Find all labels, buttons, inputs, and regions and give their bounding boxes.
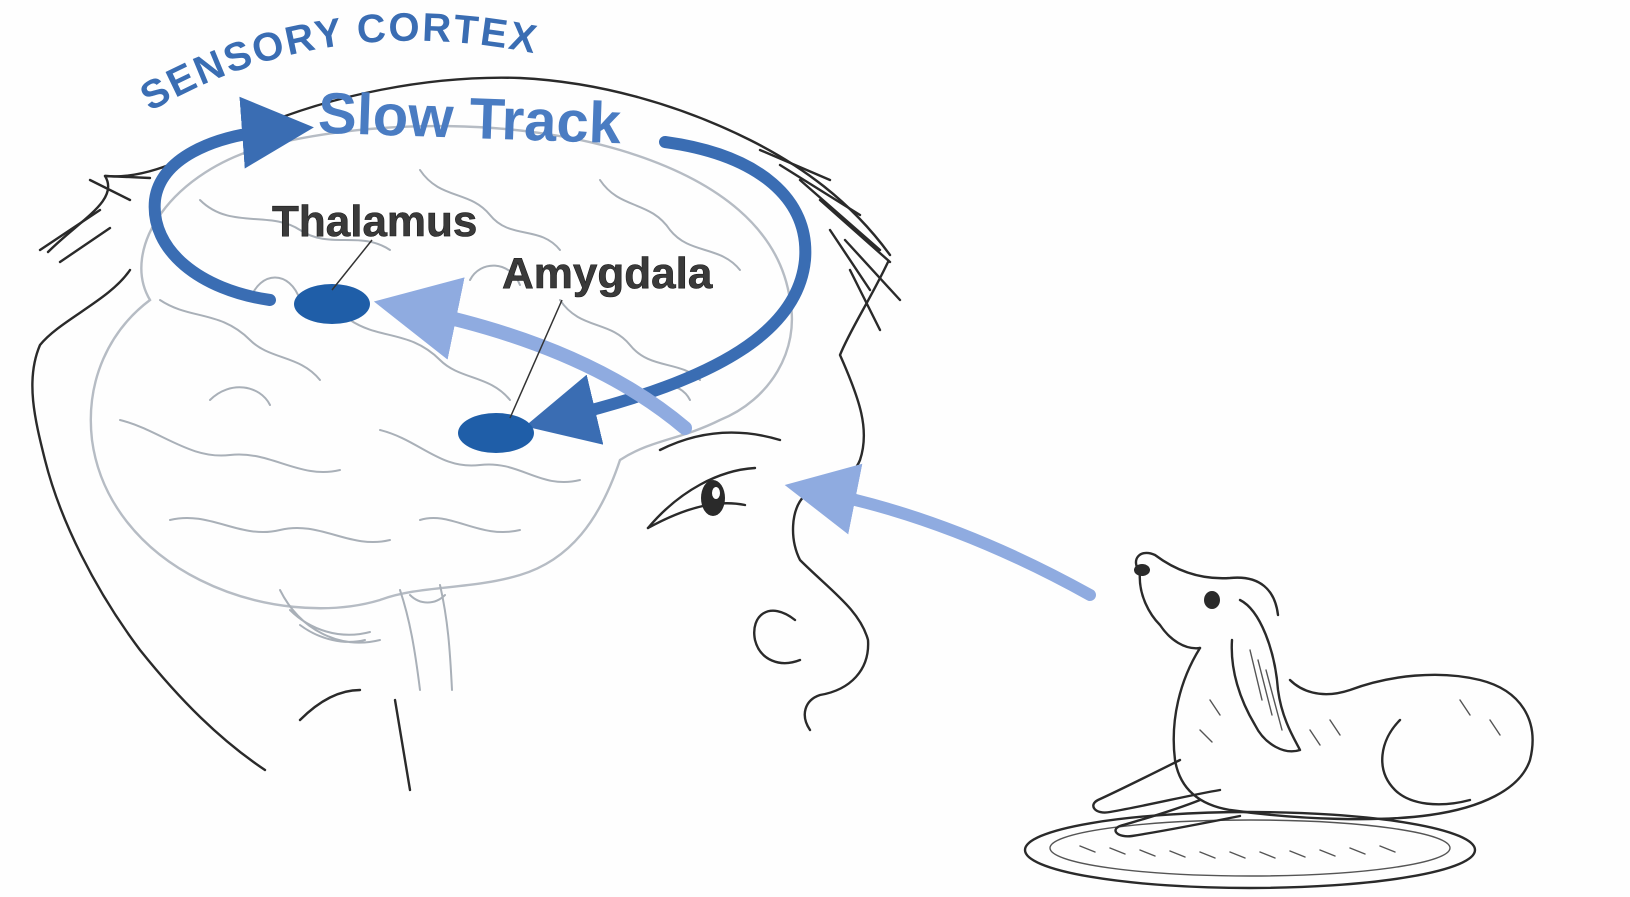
dog-hind-leg (1382, 720, 1470, 804)
nostril (754, 611, 800, 663)
cerebellum (280, 590, 380, 643)
slow-track-label: Slow Track (317, 81, 623, 157)
thalamus-label: Thalamus (272, 197, 477, 246)
amygdala-node (458, 413, 534, 453)
dog-to-eye-arrow (820, 492, 1090, 595)
dog-mat-texture (1080, 846, 1395, 858)
dog (1093, 553, 1532, 836)
dog-snout (1140, 572, 1200, 648)
dog-ear (1232, 600, 1300, 751)
slow-track-left-arc (155, 130, 278, 300)
thalamus-node-group: Thalamus (272, 197, 477, 324)
amygdala-label: Amygdala (502, 249, 713, 298)
fast-track-pathway (415, 310, 1090, 595)
dog-on-mat (1025, 553, 1533, 888)
eye (648, 433, 780, 528)
brainstem (400, 585, 452, 690)
amygdala-leader-line (510, 300, 562, 418)
dog-nose (1134, 564, 1150, 576)
dog-eye (1204, 591, 1220, 609)
dog-front-leg (1093, 760, 1220, 813)
dog-body (1174, 648, 1533, 819)
neck (300, 690, 410, 790)
head-outline-back (32, 270, 265, 770)
thalamus-leader-line (332, 240, 372, 290)
